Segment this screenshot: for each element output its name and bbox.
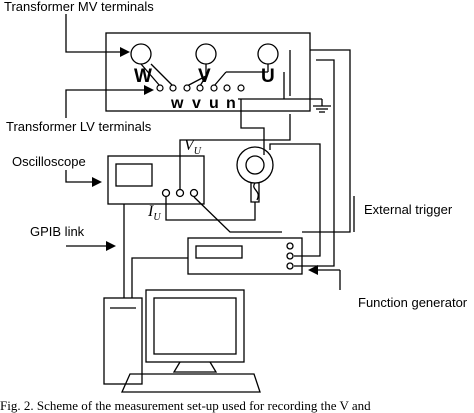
figure-caption: Fig. 2. Scheme of the measurement set-up… (0, 398, 371, 413)
label-mv-terminals: Transformer MV terminals (4, 0, 154, 14)
mv-bushing-u (257, 43, 279, 65)
computer-tower (103, 297, 143, 385)
arrowhead (106, 241, 116, 251)
annotation-arrows (65, 14, 355, 290)
mv-label-w: W (134, 66, 152, 87)
link-line (199, 75, 207, 87)
cable-external-trigger (193, 196, 282, 233)
cable-trigger-loop (302, 49, 351, 233)
transformer (105, 32, 322, 112)
label-current-signal: IU (147, 203, 161, 223)
lv-terminal-dots (156, 84, 245, 92)
computer-monitor-screen (153, 297, 237, 355)
terminal-dot (196, 84, 204, 92)
arrow-lv-terminals (65, 89, 150, 118)
link-line (213, 71, 227, 87)
terminal-dot (183, 84, 191, 92)
label-voltage-signal: VU (184, 137, 202, 157)
link-line (150, 63, 174, 87)
label-gpib: GPIB link (30, 224, 85, 239)
cable-generator-output-2 (294, 59, 335, 267)
cable-voltage-signal (179, 114, 291, 189)
lv-label-n: n (226, 95, 236, 112)
computer-stand (172, 361, 218, 373)
lv-label-w: w (170, 95, 184, 112)
computer (103, 289, 261, 393)
computer-monitor (145, 289, 245, 363)
arrowheads (92, 47, 318, 275)
link-line (140, 63, 161, 87)
arrowhead (144, 85, 154, 95)
link-line (186, 75, 207, 87)
arrow-mv-terminals (65, 14, 126, 53)
arrow-oscilloscope (65, 170, 98, 183)
current-probe-inner (245, 155, 265, 175)
oscilloscope-input-1 (161, 188, 171, 198)
label-lv-terminals: Transformer LV terminals (6, 119, 152, 134)
label-external-trigger: External trigger (364, 202, 453, 217)
lv-label-v: v (192, 95, 201, 112)
cables (123, 49, 351, 298)
function-generator-body (187, 237, 303, 275)
function-generator (187, 237, 303, 275)
oscilloscope-input-2 (175, 188, 185, 198)
mv-bushing-w (130, 43, 152, 65)
ground-icon (313, 99, 331, 113)
label-oscilloscope: Oscilloscope (12, 154, 86, 169)
mv-bushing-v (195, 43, 217, 65)
current-probe-outer (236, 146, 274, 184)
arrowhead (308, 265, 318, 275)
arrowhead (120, 47, 130, 57)
cable-current-signal (165, 197, 256, 221)
fg-output-1 (286, 242, 294, 250)
probe-jaw (253, 182, 259, 201)
terminal-dot (156, 84, 164, 92)
oscilloscope-screen (115, 163, 153, 187)
cable-generator-output (269, 143, 321, 257)
fg-output-2 (286, 252, 294, 260)
cable-gpib-fg (131, 257, 188, 298)
label-function-generator: Function generator (358, 295, 468, 310)
terminal-dot (237, 84, 245, 92)
current-probe (236, 146, 274, 203)
lv-label-u: u (209, 95, 219, 112)
oscilloscope (107, 155, 205, 205)
mv-label-v: V (198, 66, 211, 87)
terminal-dot (223, 84, 231, 92)
arrowhead (92, 177, 102, 187)
oscilloscope-body (107, 155, 205, 205)
function-generator-display (195, 245, 243, 259)
cable-probe-loop (240, 99, 265, 155)
fg-output-3 (286, 262, 294, 270)
computer-keyboard (120, 373, 261, 393)
terminal-dot (210, 84, 218, 92)
mv-label-u: U (261, 66, 275, 87)
transformer-tank (105, 32, 311, 112)
oscilloscope-input-3 (189, 188, 199, 198)
terminal-dot (169, 84, 177, 92)
